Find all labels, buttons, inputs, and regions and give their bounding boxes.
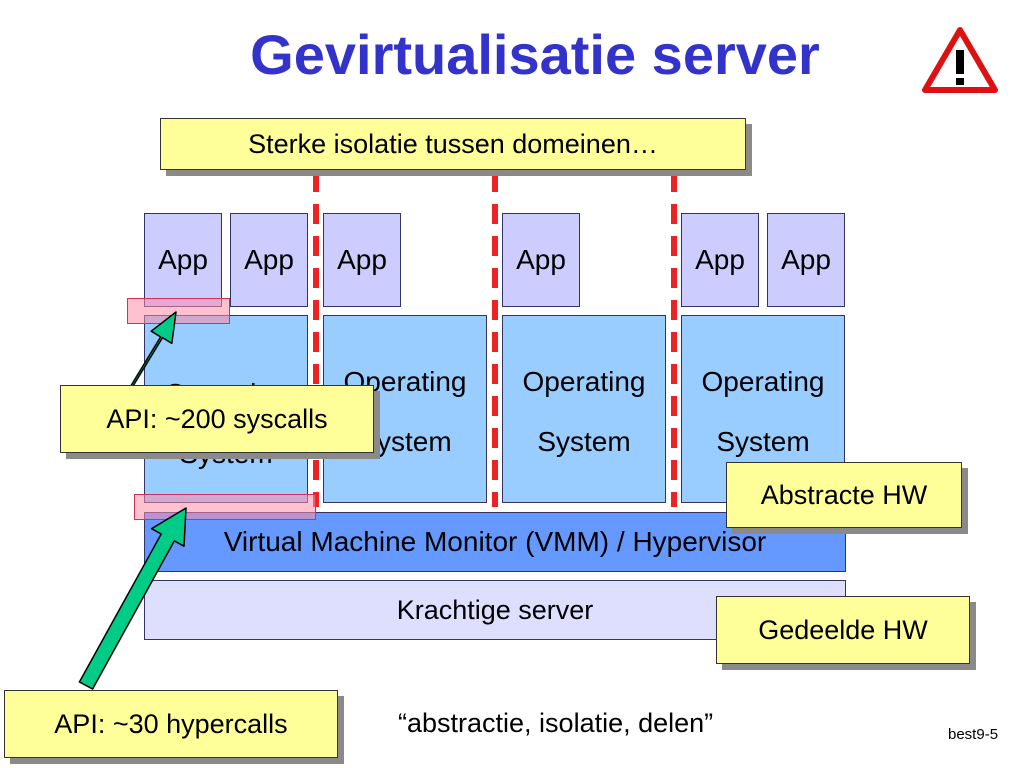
hypercall-interface-highlight bbox=[134, 494, 316, 520]
summary-quote: “abstractie, isolatie, delen” bbox=[398, 708, 714, 738]
slide-title: Gevirtualisatie server bbox=[250, 23, 820, 86]
app-box: App bbox=[144, 213, 222, 307]
isolation-divider bbox=[313, 172, 319, 507]
shared-hw-callout: Gedeelde HW bbox=[716, 596, 970, 664]
app-box: App bbox=[767, 213, 845, 307]
syscalls-callout: API: ~200 syscalls bbox=[60, 385, 374, 453]
isolation-divider bbox=[492, 172, 498, 507]
isolation-divider bbox=[671, 172, 677, 507]
hypercalls-callout: API: ~30 hypercalls bbox=[4, 690, 338, 758]
app-box: App bbox=[230, 213, 308, 307]
syscall-interface-highlight bbox=[127, 298, 230, 324]
app-box: App bbox=[323, 213, 401, 307]
os-label-line1: Operating bbox=[522, 366, 646, 397]
app-box: App bbox=[502, 213, 580, 307]
isolation-callout: Sterke isolatie tussen domeinen… bbox=[160, 118, 746, 170]
app-box: App bbox=[681, 213, 759, 307]
os-label-line2: System bbox=[716, 426, 810, 457]
os-box-3: Operating System bbox=[502, 315, 666, 503]
os-label-line2: System bbox=[537, 426, 631, 457]
abstract-hw-callout: Abstracte HW bbox=[726, 462, 962, 528]
slide-number: best9-5 bbox=[948, 726, 999, 743]
os-label-line1: Operating bbox=[701, 366, 825, 397]
